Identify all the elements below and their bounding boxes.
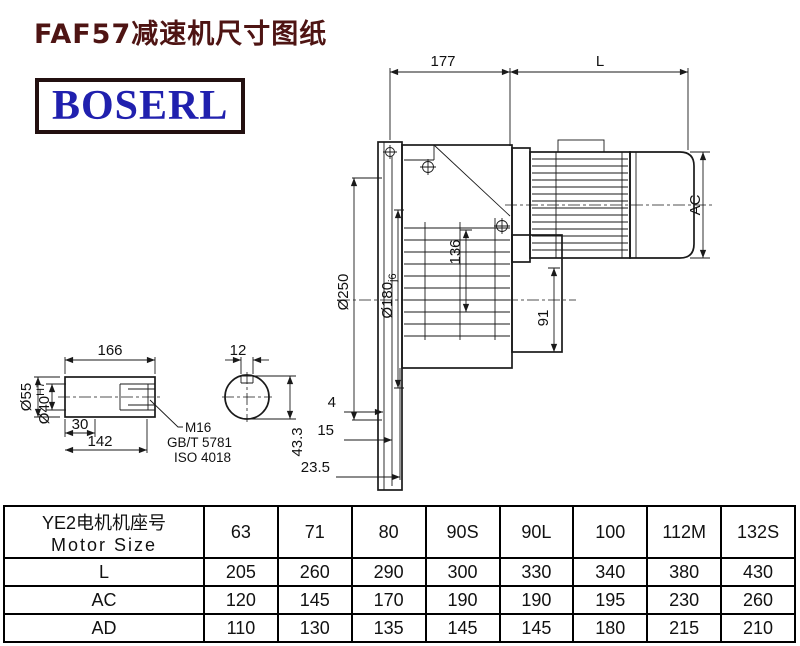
shaft-detail [58, 376, 183, 428]
table-header-motor-size: YE2电机机座号 Motor Size [3, 505, 205, 559]
table-cell: 380 [646, 557, 723, 587]
table-size-cell: 90S [424, 505, 501, 559]
dim-12-label: 12 [230, 342, 247, 359]
table-size-cell: 132S [720, 505, 796, 559]
table-header-en: Motor Size [50, 534, 158, 555]
motor-outline [529, 139, 695, 259]
table-row-label: AC [3, 585, 205, 615]
table-row-label: AD [3, 613, 205, 643]
dim-142-label: 142 [87, 433, 112, 450]
table-cell: 260 [720, 585, 796, 615]
table-cell: 260 [276, 557, 353, 587]
table-row-label: L [3, 557, 205, 587]
dimension-labels: 177 L AC Ø250 Ø180j6 136 91 4 15 23.5 43… [18, 53, 704, 476]
motor-size-table: YE2电机机座号 Motor Size 63 71 80 90S 90L 100… [3, 505, 796, 643]
standard-iso-label: ISO 4018 [174, 450, 231, 465]
table-size-cell: 63 [203, 505, 279, 559]
section-view [222, 372, 272, 422]
table-cell: 230 [646, 585, 723, 615]
table-size-cell: 100 [572, 505, 649, 559]
dim-AC-label: AC [687, 194, 704, 215]
table-size-cell: 71 [276, 505, 353, 559]
table-cell: 430 [720, 557, 796, 587]
dim-250-label: Ø250 [335, 274, 352, 311]
table-cell: 180 [572, 613, 649, 643]
dim-91-label: 91 [535, 310, 552, 327]
logo-text: BOSERL [52, 83, 229, 129]
table-size-cell: 90L [498, 505, 575, 559]
table-cell: 120 [203, 585, 279, 615]
dim-43-3-label: 43.3 [289, 427, 306, 456]
dim-L-label: L [596, 53, 604, 70]
dim-166-label: 166 [97, 342, 122, 359]
standard-gb-label: GB/T 5781 [167, 435, 232, 450]
dim-40-label: Ø40H7 [35, 382, 53, 424]
dim-30-label: 30 [72, 416, 89, 433]
dim-4-label: 4 [328, 394, 336, 411]
centerlines [338, 204, 714, 301]
table-cell: 210 [720, 613, 796, 643]
table-cell: 135 [350, 613, 427, 643]
dim-136-label: 136 [447, 239, 464, 264]
table-size-cell: 80 [350, 505, 427, 559]
dim-55-label: Ø55 [18, 383, 35, 411]
table-cell: 205 [203, 557, 279, 587]
dimension-drawing: 177 L AC Ø250 Ø180j6 136 91 4 15 23.5 43… [18, 53, 714, 491]
page-title: FAF57减速机尺寸图纸 [34, 19, 328, 50]
table-size-cell: 112M [646, 505, 723, 559]
table-header-cn: YE2电机机座号 [41, 512, 167, 533]
table-cell: 190 [498, 585, 575, 615]
thread-label: M16 [185, 420, 211, 435]
table-cell: 145 [424, 613, 501, 643]
dim-177-label: 177 [430, 53, 455, 70]
dim-15-label: 15 [317, 422, 334, 439]
table-cell: 290 [350, 557, 427, 587]
table-cell: 195 [572, 585, 649, 615]
table-cell: 190 [424, 585, 501, 615]
table-cell: 110 [203, 613, 279, 643]
dim-23-5-label: 23.5 [301, 459, 330, 476]
table-cell: 340 [572, 557, 649, 587]
table-cell: 330 [498, 557, 575, 587]
bolt-symbols [383, 145, 510, 234]
table-cell: 215 [646, 613, 723, 643]
table-cell: 170 [350, 585, 427, 615]
table-cell: 145 [498, 613, 575, 643]
logo-box: BOSERL [35, 78, 246, 134]
dimension-lines [34, 68, 710, 481]
table-cell: 130 [276, 613, 353, 643]
table-cell: 300 [424, 557, 501, 587]
table-cell: 145 [276, 585, 353, 615]
dim-180-label: Ø180j6 [379, 273, 399, 318]
